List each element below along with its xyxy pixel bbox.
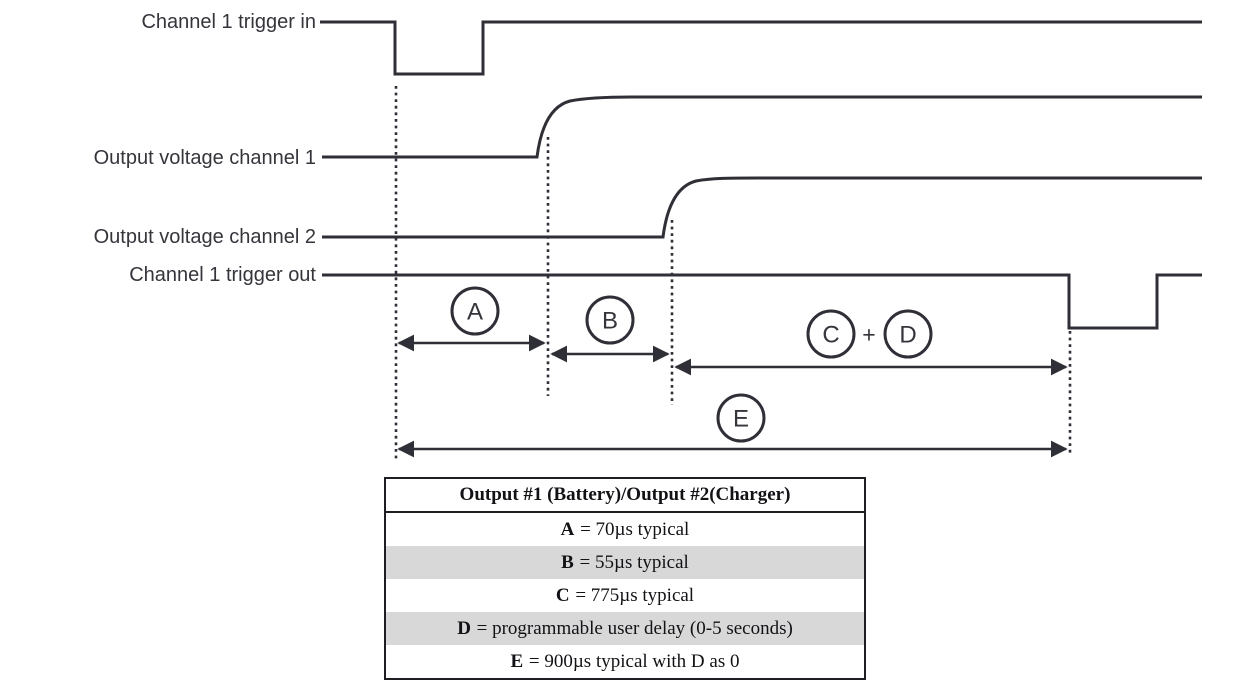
table-row: E= 900µs typical with D as 0 (384, 645, 866, 680)
interval-label-d: D (883, 309, 933, 359)
value-a: = 70µs typical (580, 518, 690, 540)
interval-letter-c: C (822, 322, 839, 349)
term-a: A (560, 518, 575, 540)
table-header: Output #1 (Battery)/Output #2(Charger) (384, 477, 866, 513)
value-b: = 55µs typical (579, 551, 689, 573)
circle-d (883, 309, 933, 359)
signal-label-output-voltage-channel1: Output voltage channel 1 (93, 147, 316, 169)
waveform-channel1-trigger-in (320, 20, 1202, 76)
table-cell-d: D= programmable user delay (0-5 seconds) (384, 612, 866, 645)
signal-label-channel1-trigger-in: Channel 1 trigger in (141, 11, 316, 33)
waveform-output-voltage-channel2 (322, 176, 1202, 239)
interval-letter-d: D (899, 322, 916, 349)
circle-a (450, 286, 500, 336)
plus-sign: + (862, 321, 875, 347)
timing-spec-table: Output #1 (Battery)/Output #2(Charger) A… (384, 477, 866, 680)
term-e: E (510, 650, 524, 672)
circle-e (716, 393, 766, 443)
interval-label-a: A (450, 286, 500, 336)
term-b: B (561, 551, 574, 573)
table-cell-a: A= 70µs typical (384, 512, 866, 546)
table-row: B= 55µs typical (384, 546, 866, 579)
table-cell-e: E= 900µs typical with D as 0 (384, 645, 866, 680)
signal-label-output-voltage-channel2: Output voltage channel 2 (93, 226, 316, 248)
term-c: C (555, 584, 570, 606)
interval-label-e: E (716, 393, 766, 443)
table-row: C= 775µs typical (384, 579, 866, 612)
table-cell-c: C= 775µs typical (384, 579, 866, 612)
value-c: = 775µs typical (575, 584, 695, 606)
term-d: D (457, 617, 471, 639)
value-d: = programmable user delay (0-5 seconds) (476, 617, 793, 639)
interval-letter-a: A (467, 299, 483, 326)
table-row: A= 70µs typical (384, 512, 866, 546)
table-header-row: Output #1 (Battery)/Output #2(Charger) (384, 477, 866, 513)
interval-letter-e: E (733, 406, 749, 433)
signal-label-channel1-trigger-out: Channel 1 trigger out (129, 264, 316, 286)
circle-c (806, 309, 856, 359)
interval-letter-b: B (602, 308, 618, 335)
waveform-channel1-trigger-out (322, 273, 1202, 330)
table-cell-b: B= 55µs typical (384, 546, 866, 579)
interval-label-b: B (585, 295, 635, 345)
value-e: = 900µs typical with D as 0 (528, 650, 740, 672)
table-row: D= programmable user delay (0-5 seconds) (384, 612, 866, 645)
circle-b (585, 295, 635, 345)
waveform-output-voltage-channel1 (322, 95, 1202, 159)
interval-label-c: C (806, 309, 856, 359)
